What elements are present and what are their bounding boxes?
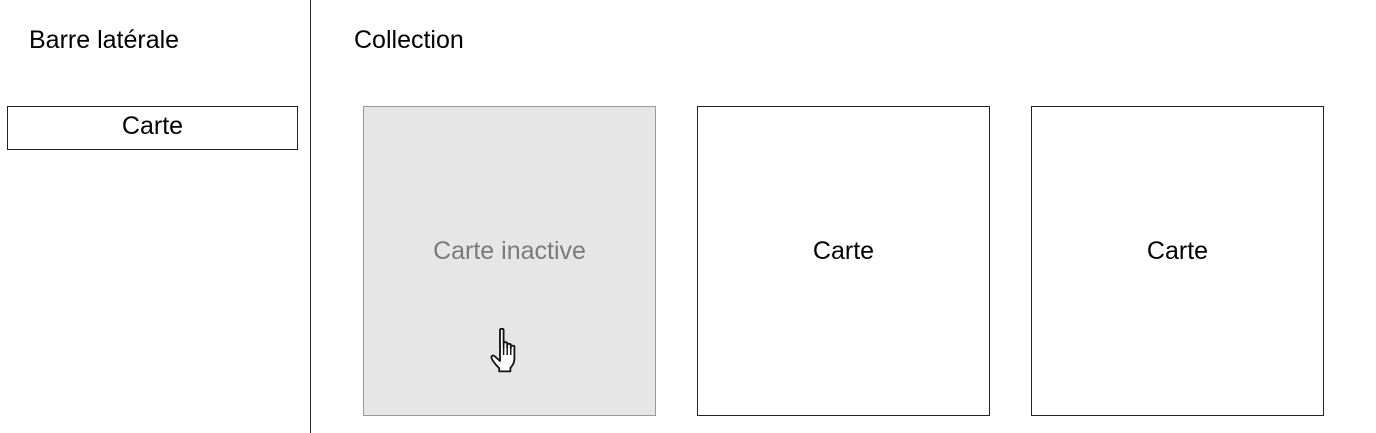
- sidebar-divider: [310, 0, 311, 433]
- sidebar-title: Barre latérale: [29, 26, 180, 54]
- card-label: Carte: [1146, 237, 1209, 265]
- hand-pointer-icon: [490, 327, 516, 373]
- sidebar-card[interactable]: Carte: [7, 106, 298, 150]
- collection-card-inactive[interactable]: Carte inactive: [363, 106, 656, 416]
- collection-card[interactable]: Carte: [1031, 106, 1324, 416]
- collection-card[interactable]: Carte: [697, 106, 990, 416]
- card-label: Carte: [812, 237, 875, 265]
- card-label: Carte inactive: [433, 237, 586, 265]
- sidebar: Barre latérale Carte: [0, 0, 310, 433]
- sidebar-card-label: Carte: [121, 111, 184, 140]
- collection-title: Collection: [354, 26, 464, 54]
